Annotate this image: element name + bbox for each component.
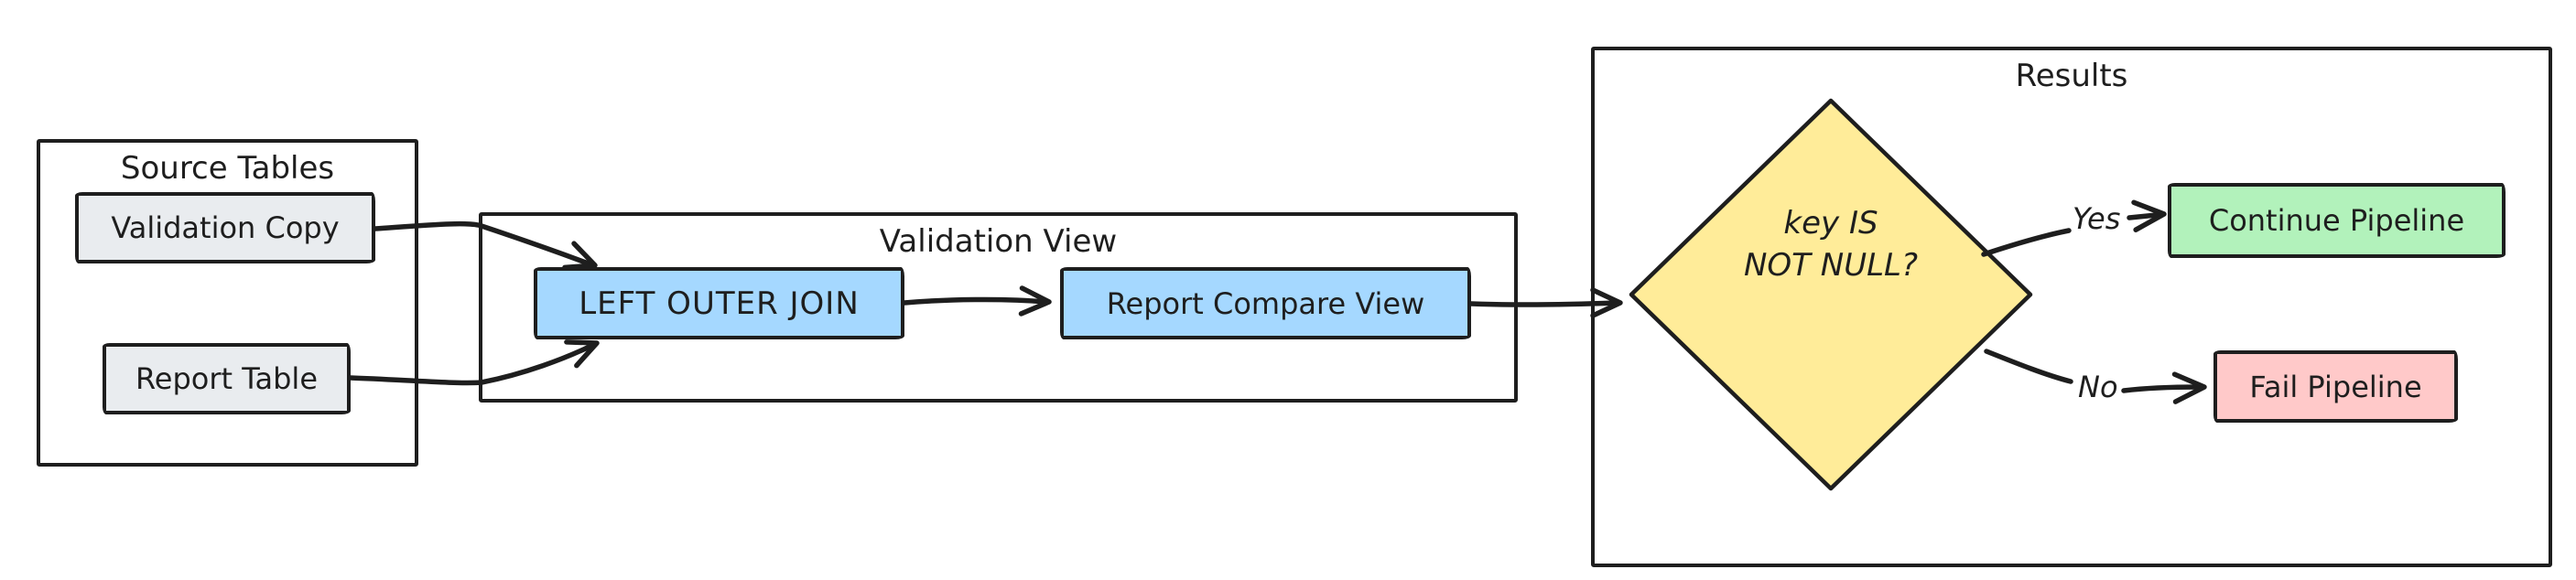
decision-label-line2: NOT NULL? [1743,246,1919,284]
decision-diamond-label: key IS NOT NULL? [1631,203,2030,287]
node-validation-copy: Validation Copy [75,192,375,263]
arrowhead-report-table-to-join [564,339,600,369]
arrowhead-join-to-compare-view [1018,285,1052,317]
edge-decision-yes-line [1981,228,2072,257]
node-fail-pipeline: Fail Pipeline [2213,350,2458,423]
node-fail-pipeline-label: Fail Pipeline [2249,369,2422,404]
arrowhead-no-to-fail [2171,371,2207,404]
arrowhead-validation-copy-to-join [562,241,598,271]
group-source-tables-title: Source Tables [120,150,335,187]
group-results: Results [1591,47,2552,567]
edge-decision-yes-line2 [2127,212,2159,220]
node-report-table: Report Table [103,343,351,414]
group-validation-view: Validation View [479,212,1518,403]
edge-compare-view-to-decision [1468,300,1619,307]
edge-label-yes: Yes [2073,201,2121,236]
node-validation-copy-label: Validation Copy [111,210,340,245]
node-left-outer-join-label: LEFT OUTER JOIN [579,285,860,322]
group-validation-view-title: Validation View [879,223,1118,260]
edge-label-no: No [2078,370,2118,404]
group-results-title: Results [2015,58,2128,94]
arrowhead-yes-to-continue [2131,199,2167,232]
node-report-compare-view: Report Compare View [1060,267,1471,339]
decision-label-line1: key IS [1783,205,1878,242]
group-source-tables: Source Tables [37,139,418,467]
node-report-table-label: Report Table [135,361,318,396]
node-report-compare-view-label: Report Compare View [1106,285,1425,321]
decision-diamond-shape [1629,98,2033,491]
edge-join-to-compare-view [902,296,1049,306]
edge-decision-no-line2 [2121,384,2202,393]
edge-decision-no-line [1984,349,2073,384]
node-left-outer-join: LEFT OUTER JOIN [534,267,904,339]
node-continue-pipeline: Continue Pipeline [2168,183,2506,258]
arrowhead-compare-view-to-decision [1590,287,1623,318]
node-continue-pipeline-label: Continue Pipeline [2208,203,2465,238]
